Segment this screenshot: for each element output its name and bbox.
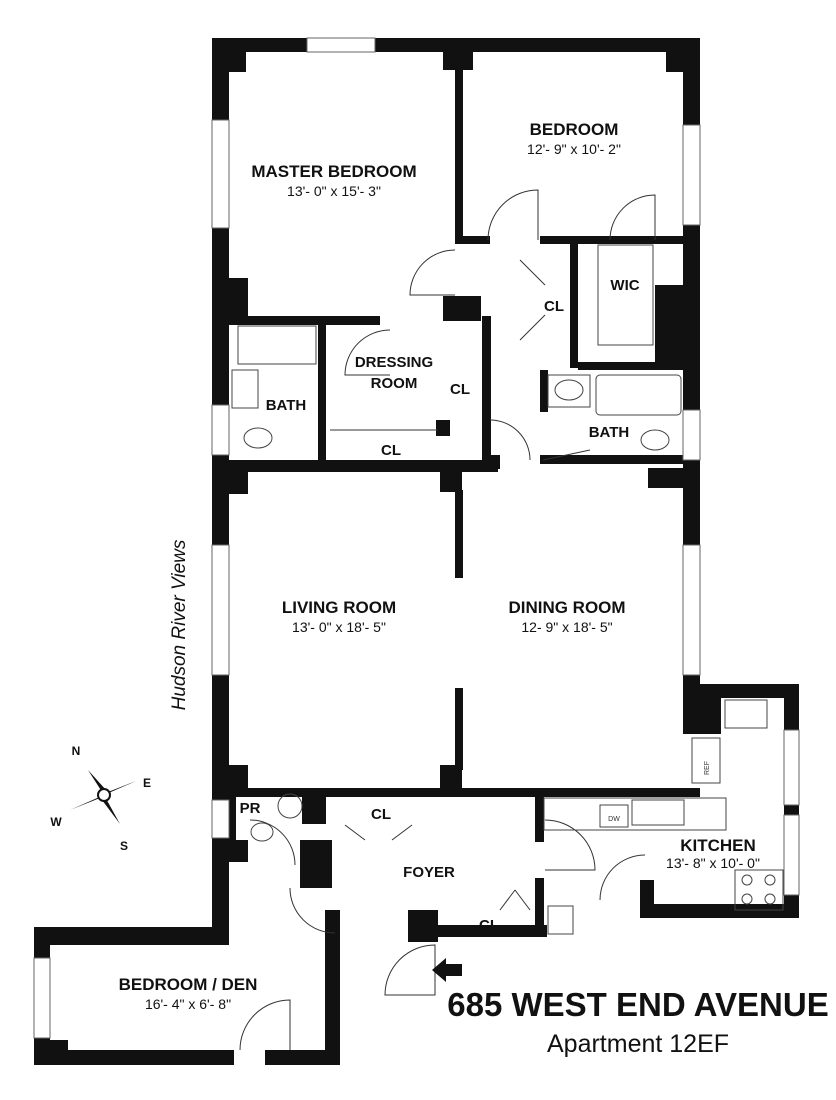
bath-right-label: BATH [589,424,630,441]
kitchen-label: KITCHEN 13'- 8" x 10'- 0" [666,836,760,871]
closet-dressing-bottom-label: CL [381,442,401,459]
master-bedroom-label: MASTER BEDROOM 13'- 0" x 15'- 3" [251,162,416,199]
living-room-dims: 13'- 0" x 18'- 5" [292,619,386,635]
dressing-room-label-line2: ROOM [371,375,418,392]
bedroom-den-dims: 16'- 4" x 6'- 8" [145,996,231,1012]
kitchen-name: KITCHEN [680,836,756,855]
kitchen-dims: 13'- 8" x 10'- 0" [666,855,760,871]
address-title: 685 WEST END AVENUE [447,986,828,1023]
compass-e: E [143,776,151,790]
closet-dressing-side-label: CL [450,381,470,398]
dressing-room-label-line1: DRESSING [355,354,433,371]
closet-foyer-bottom-label: CL [479,917,499,934]
master-bedroom-dims: 13'- 0" x 15'- 3" [287,183,381,199]
bedroom-label: BEDROOM 12'- 9" x 10'- 2" [527,120,621,157]
apartment-subtitle: Apartment 12EF [547,1030,729,1058]
master-bedroom-name: MASTER BEDROOM [251,162,416,181]
bath-left-label: BATH [266,397,307,414]
bedroom-den-label: BEDROOM / DEN 16'- 4" x 6'- 8" [119,975,258,1012]
fixtures [231,244,784,935]
dining-room-name: DINING ROOM [508,598,625,617]
entry-arrow-icon [432,958,462,982]
closet-foyer-top-label: CL [371,806,391,823]
compass-n: N [72,744,81,758]
hudson-river-views-label: Hudson River Views [169,539,190,710]
compass-w: W [50,815,62,829]
wic-label: WIC [610,277,639,294]
pr-label: PR [240,800,261,817]
bedroom-name: BEDROOM [530,120,619,139]
refrigerator-label: REF [704,761,711,775]
compass-s: S [120,839,128,853]
bedroom-dims: 12'- 9" x 10'- 2" [527,141,621,157]
dining-room-dims: 12- 9" x 18'- 5" [521,619,612,635]
foyer-label: FOYER [403,864,455,881]
doors [239,189,656,1051]
interior-walls [212,50,700,942]
bedroom-den-name: BEDROOM / DEN [119,975,258,994]
dishwasher-label: DW [608,816,620,823]
compass-icon: N S E W [50,744,151,853]
living-room-name: LIVING ROOM [282,598,396,617]
dining-room-label: DINING ROOM 12- 9" x 18'- 5" [508,598,625,635]
closet-hall-label: CL [544,298,564,315]
living-room-label: LIVING ROOM 13'- 0" x 18'- 5" [282,598,396,635]
windows [33,37,800,1039]
